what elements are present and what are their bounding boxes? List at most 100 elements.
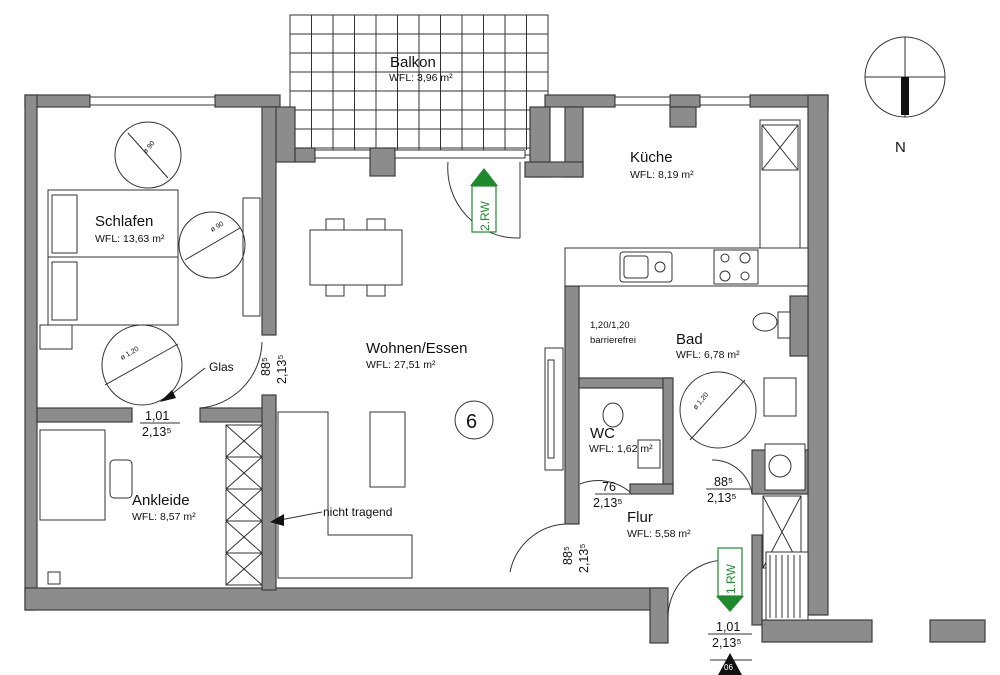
section-marker-label: 06 xyxy=(724,663,733,672)
wall-entry-right xyxy=(761,619,873,643)
wall-entry-left xyxy=(649,587,669,644)
bad-clearance-label: 1,20/1,20 xyxy=(590,320,630,331)
wall-kitchen-pillar xyxy=(669,106,697,128)
turn-90-label-a: ø 90 xyxy=(142,140,156,155)
dim-bad-w: 88⁵ xyxy=(714,475,733,489)
dim-schlafen-w: 1,01 xyxy=(145,409,169,423)
closet-cross-line xyxy=(225,488,263,522)
arrow-nicht-tragend xyxy=(270,514,284,526)
wall-top-kitchen-mid xyxy=(669,94,701,108)
wardrobe xyxy=(242,197,261,317)
balcony-tile-grid xyxy=(289,14,549,150)
stair-landing xyxy=(765,551,809,621)
wall-kitchen-sill xyxy=(524,161,584,178)
room-name-flur: Flur xyxy=(627,509,653,526)
wall-balcony-sill-left xyxy=(294,147,316,163)
window-balkon-2 xyxy=(394,149,526,159)
living-furniture xyxy=(277,347,564,579)
window-balkon-1 xyxy=(314,149,371,159)
wall-flur-right xyxy=(751,534,763,626)
desk xyxy=(39,429,106,521)
pillow-2 xyxy=(51,261,78,321)
room-name-kueche: Küche xyxy=(630,149,673,166)
north-arrow: N xyxy=(864,36,946,156)
bad-mirror xyxy=(777,311,791,339)
door-wohnen-flur xyxy=(509,523,566,573)
nightstand xyxy=(39,324,73,350)
kitchen-sink-basin xyxy=(623,255,649,279)
dim-wc-w: 76 xyxy=(602,480,616,494)
north-label: N xyxy=(895,139,906,156)
bad-sink xyxy=(763,377,797,417)
wall-wc-top xyxy=(578,377,672,389)
door-entry xyxy=(667,559,727,621)
rw1-arrow-icon xyxy=(716,596,744,612)
closet-cross-line xyxy=(225,552,263,586)
chair-3 xyxy=(325,284,345,297)
room-area-flur: WFL: 5,58 m² xyxy=(627,528,691,540)
turn-circle-120-schlafen xyxy=(101,324,183,406)
bedroom-furniture xyxy=(39,189,261,350)
wall-stair-right xyxy=(929,619,986,643)
room-area-schlafen: WFL: 13,63 m² xyxy=(95,233,165,245)
rw2-box xyxy=(471,185,497,233)
dim-entry-w: 1,01 xyxy=(716,620,740,634)
table xyxy=(309,229,403,286)
wall-wc-bad xyxy=(662,377,674,494)
unit-number-circle xyxy=(454,400,494,440)
bad-shower xyxy=(764,443,806,491)
kitchen-furniture xyxy=(564,119,809,287)
dim-entry-h: 2,13⁵ xyxy=(712,636,742,650)
rw1-box xyxy=(717,547,743,597)
staircase xyxy=(765,551,809,621)
room-area-ankleide: WFL: 8,57 m² xyxy=(132,511,196,523)
turn-circle-120-bad xyxy=(679,371,757,449)
room-area-balkon: WFL: 3,96 m² xyxy=(389,72,453,84)
door-wc xyxy=(579,480,631,493)
wall-left xyxy=(24,94,38,611)
turn-120-label-schlafen: ø 1,20 xyxy=(120,346,141,362)
glas-label: Glas xyxy=(209,360,234,374)
room-name-balkon: Balkon xyxy=(390,54,436,71)
unit-number: 6 xyxy=(466,411,477,433)
escape-route-2: 2.RW xyxy=(470,168,498,233)
turn-circle-90-a xyxy=(114,121,182,189)
coffee-table xyxy=(369,411,406,488)
turning-circles xyxy=(101,121,757,449)
north-needle-icon xyxy=(901,77,909,115)
window-kueche-1 xyxy=(614,96,671,106)
dim-glas-h: 2,13⁵ xyxy=(275,354,289,384)
wall-schlafen-ankleide-left xyxy=(36,407,133,423)
wall-bad-right xyxy=(789,295,809,357)
rw2-label: 2.RW xyxy=(478,201,492,231)
doors xyxy=(199,161,753,621)
wc-sink xyxy=(637,439,661,469)
arrows xyxy=(160,367,323,526)
chair-4 xyxy=(366,284,386,297)
section-marker-icon xyxy=(718,653,742,675)
door-bad xyxy=(711,459,753,495)
windows xyxy=(89,96,751,159)
kitchen-counter xyxy=(564,247,809,287)
room-area-wohnen: WFL: 27,51 m² xyxy=(366,359,436,371)
arrow-glas xyxy=(160,390,176,402)
room-name-wc: WC xyxy=(590,425,615,442)
closet-cross-line xyxy=(225,456,263,490)
pillow-1 xyxy=(51,194,78,254)
turn-circle-90-b xyxy=(178,211,246,279)
closet-cross-line xyxy=(225,520,263,554)
balcony xyxy=(289,14,549,156)
dim-schlafen-h: 2,13⁵ xyxy=(142,425,172,439)
rw2-arrow-icon xyxy=(470,168,498,186)
closet-crosses xyxy=(225,424,263,586)
ankleide-corner xyxy=(47,571,61,585)
wall-bad-wohnen xyxy=(564,285,580,525)
closet xyxy=(39,424,263,586)
bad-barrierefrei-label: barrierefrei xyxy=(590,335,636,346)
tv xyxy=(547,359,555,459)
wall-pillar-balcony xyxy=(369,147,396,177)
turn-120-label-bad: ø 1,20 xyxy=(692,392,710,412)
dim-wohnen-h: 2,13⁵ xyxy=(577,543,591,573)
wall-schlafen-wohnen xyxy=(261,106,277,336)
